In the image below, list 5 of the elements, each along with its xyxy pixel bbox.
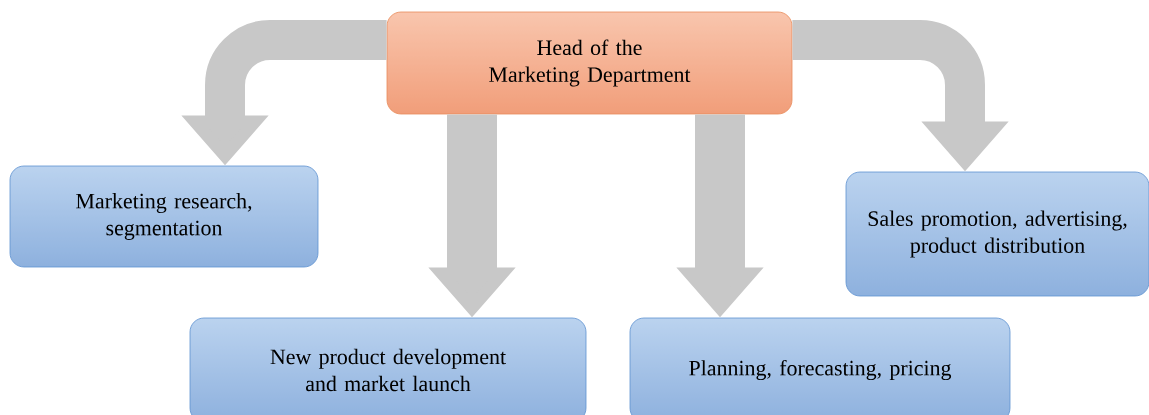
department-box: Planning, forecasting, pricing bbox=[629, 317, 1011, 415]
department-box: New product development and market launch bbox=[189, 317, 587, 415]
department-box: Marketing research, segmentation bbox=[9, 165, 319, 268]
head-box: Head of the Marketing Department bbox=[386, 11, 793, 115]
department-box: Sales promotion, advertising, product distribution bbox=[845, 171, 1149, 297]
